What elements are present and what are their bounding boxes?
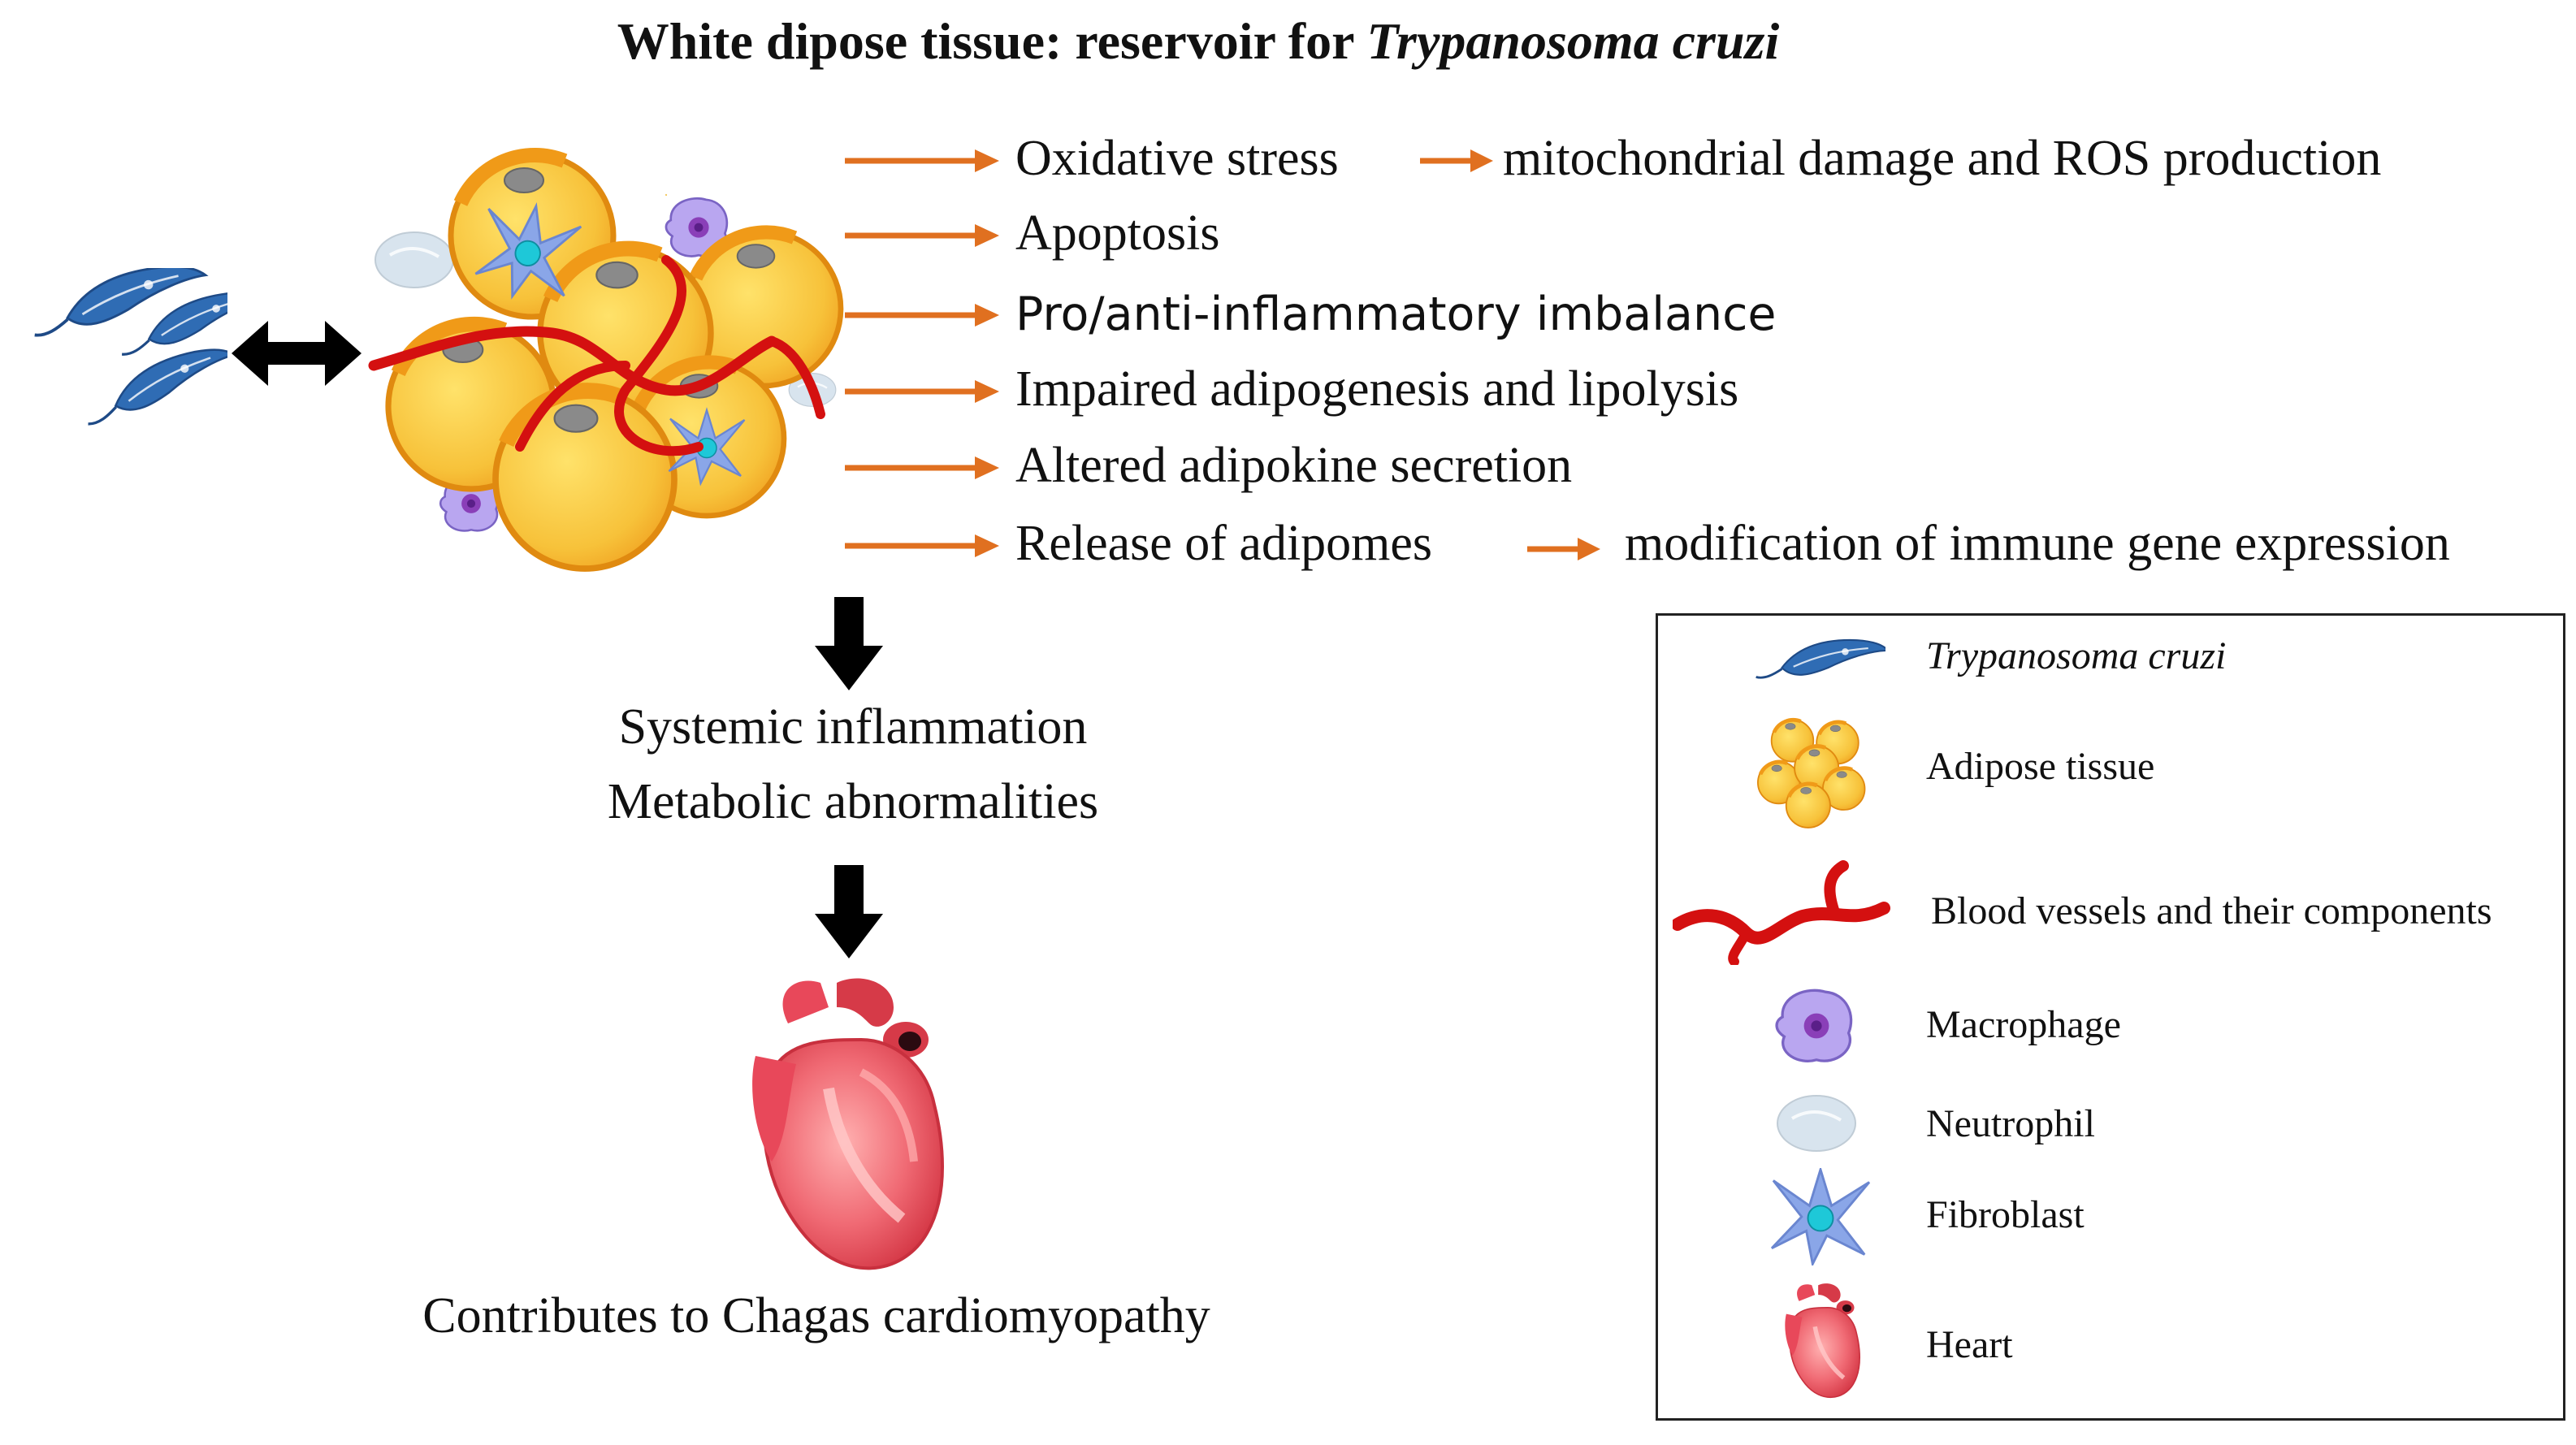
legend-label: Heart: [1926, 1323, 2013, 1366]
legend-label: Macrophage: [1926, 1003, 2121, 1046]
legend-item-fibroblast: Fibroblast: [1658, 1168, 2563, 1265]
bidirectional-arrow-icon: [232, 321, 362, 386]
down-arrow-icon: [815, 865, 883, 958]
legend-label: Adipose tissue: [1926, 745, 2155, 788]
effect-label: Release of adipomes: [1015, 516, 1433, 571]
effect-label: Oxidative stress: [1015, 131, 1339, 186]
outcome-systemic-inflammation: Systemic inflammation: [618, 699, 1088, 755]
title-italic: Trypanosoma cruzi: [1366, 12, 1780, 70]
legend-item-neutrophil: Neutrophil: [1658, 1087, 2563, 1160]
legend-item-macrophage: Macrophage: [1658, 981, 2563, 1071]
orange-arrow-icon: [845, 149, 999, 172]
orange-arrow-icon: [845, 224, 999, 247]
orange-arrow-icon: [1420, 149, 1493, 172]
neutrophil-icon: [1776, 1094, 1857, 1153]
down-arrow-icon: [815, 597, 883, 690]
legend-label: Blood vessels and their components: [1931, 889, 2492, 932]
legend-label: Fibroblast: [1926, 1193, 2085, 1236]
effect-label: Apoptosis: [1015, 206, 1220, 261]
final-outcome: Contributes to Chagas cardiomyopathy: [422, 1288, 1210, 1343]
effect-sub-label: mitochondrial damage and ROS production: [1503, 131, 2382, 186]
legend-item-heart: Heart: [1658, 1282, 2563, 1412]
adipose-tissue-cluster: [368, 122, 861, 593]
title-main: White dipose tissue: reservoir for: [617, 12, 1367, 70]
legend-label: Trypanosoma cruzi: [1926, 634, 2227, 677]
effect-label: Pro/anti-inflammatory imbalance: [1015, 288, 1777, 341]
macrophage-icon: [1775, 989, 1853, 1063]
orange-arrow-icon: [1527, 538, 1600, 560]
trypanosoma-icon: [1755, 638, 1885, 679]
outcome-metabolic-abnormalities: Metabolic abnormalities: [607, 774, 1099, 829]
heart-icon: [1785, 1283, 1860, 1399]
fibroblast-icon: [1770, 1168, 1871, 1265]
legend-label: Neutrophil: [1926, 1102, 2095, 1145]
legend-item-adipose-tissue: Adipose tissue: [1658, 705, 2563, 835]
orange-arrow-icon: [845, 456, 999, 479]
orange-arrow-icon: [845, 380, 999, 403]
legend: Trypanosoma cruzi Adipose tissue Blood v…: [1656, 613, 2565, 1421]
effect-label: Impaired adipogenesis and lipolysis: [1015, 361, 1739, 417]
diagram-title: White dipose tissue: reservoir for Trypa…: [0, 11, 2396, 71]
orange-arrow-icon: [845, 534, 999, 557]
legend-item-blood-vessels: Blood vessels and their components: [1658, 859, 2563, 965]
trypanosoma-group: [26, 268, 227, 426]
effect-label: Altered adipokine secretion: [1015, 438, 1573, 493]
blood-vessel-icon: [1673, 860, 1890, 965]
orange-arrow-icon: [845, 304, 999, 327]
adipose-tissue-icon: [1747, 705, 1877, 835]
legend-item-trypanosoma: Trypanosoma cruzi: [1658, 624, 2563, 689]
effect-sub-label: modification of immune gene expression: [1625, 516, 2450, 571]
heart-illustration: [752, 978, 944, 1270]
